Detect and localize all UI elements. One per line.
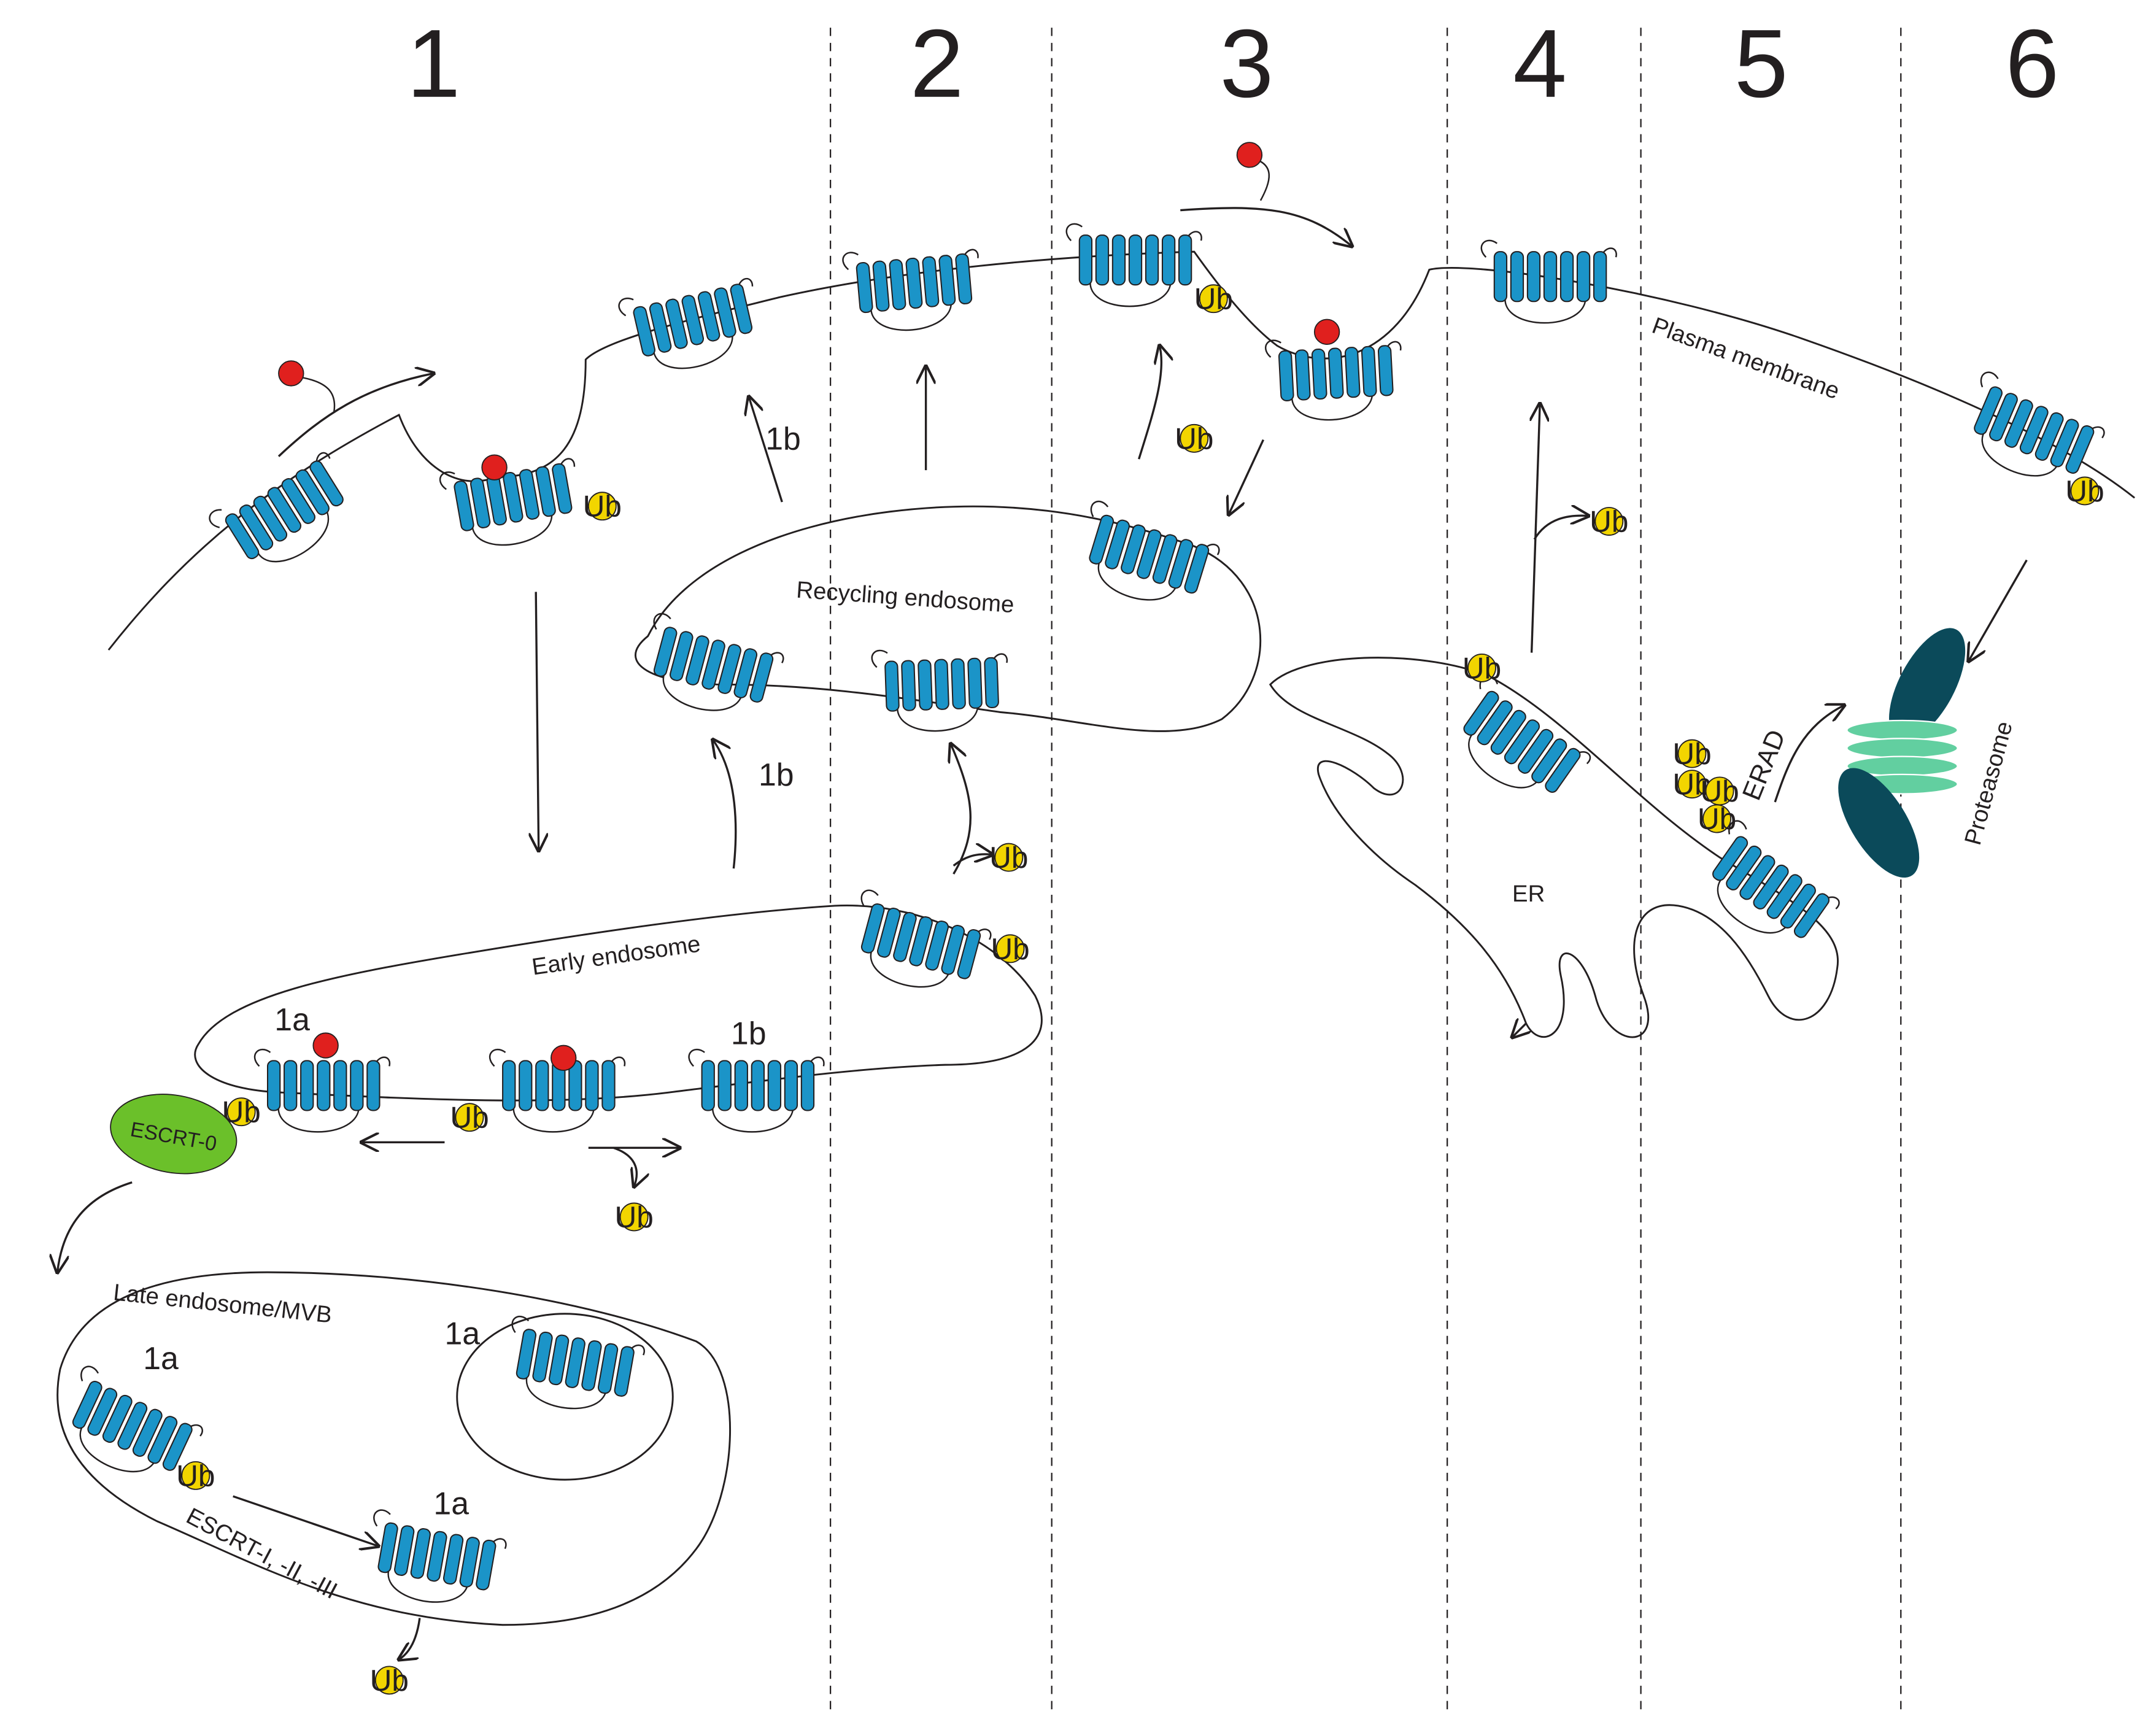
mvb-intraluminal-vesicle (456, 1313, 674, 1481)
early-endosome-membrane (194, 905, 1043, 1102)
svg-text:Ub: Ub (1700, 774, 1739, 808)
ub-icon: Ub (1672, 736, 1711, 771)
ligand-col1 (278, 360, 336, 412)
ub-icon: Ub (989, 840, 1028, 875)
column-number-2: 2 (910, 10, 964, 118)
column-number-3: 3 (1220, 10, 1274, 118)
plasma-membrane (107, 250, 2136, 651)
column-number-6: 6 (2005, 10, 2059, 118)
ub-icon: Ub (1462, 651, 1501, 685)
ub-icon: Ub (176, 1458, 215, 1493)
column-number-4: 4 (1513, 10, 1567, 118)
pathway-label-1a: 1a (274, 1002, 310, 1037)
receptor-pm-col1-c (616, 269, 768, 382)
svg-text:Ub: Ub (1672, 736, 1711, 771)
ub-icon: Ub (991, 932, 1029, 966)
ub-icon: Ub (2065, 474, 2104, 508)
er-membrane (1269, 657, 1839, 1038)
svg-text:Ub: Ub (1590, 504, 1628, 539)
pathway-label-1a: 1a (143, 1340, 179, 1376)
receptor-pm-col3-a (1065, 223, 1202, 307)
ub-icon: Ub (1590, 504, 1628, 539)
receptor-pm-col1-b (438, 449, 587, 556)
svg-text:Ub: Ub (1672, 767, 1711, 801)
receptor-late-b (498, 1314, 647, 1421)
erad-label: ERAD (1737, 725, 1791, 804)
bound-ligands (312, 319, 1340, 1072)
svg-text:Ub: Ub (614, 1200, 653, 1234)
pathway-label-1a: 1a (444, 1315, 480, 1351)
ub-icon: Ub (583, 489, 622, 523)
ub-icon: Ub (1672, 767, 1711, 801)
receptor-recycling-c (871, 645, 1010, 734)
late-endosome-label: Late endosome/MVB (112, 1279, 333, 1328)
ligand-col3 (1236, 142, 1270, 201)
proteasome-complex (1838, 628, 1966, 878)
receptor-early-c (688, 1048, 825, 1133)
svg-text:Ub: Ub (176, 1458, 215, 1493)
svg-text:Ub: Ub (1698, 801, 1736, 836)
recycling-endosome-label: Recycling endosome (795, 577, 1015, 619)
escrt0-complex: ESCRT-0 (110, 1094, 238, 1175)
receptor-pm-col3-b (1264, 333, 1405, 424)
receptor-late-c (360, 1508, 509, 1615)
svg-text:Ub: Ub (2065, 474, 2104, 508)
late-endosome-membrane (56, 1271, 732, 1626)
ub-icon: Ub (614, 1200, 653, 1234)
pathway-label-1b: 1b (759, 757, 794, 792)
receptor-early-a (253, 1048, 391, 1133)
escrt-rest-label: ESCRT-I, -II, -III (182, 1503, 342, 1605)
ub-icon: Ub (1175, 421, 1213, 455)
ub-icon: Ub (1194, 282, 1233, 316)
receptor-recycling-b (634, 611, 787, 728)
svg-text:Ub: Ub (450, 1100, 489, 1135)
svg-text:Ub: Ub (1462, 651, 1501, 685)
receptor-pm-col1-a (206, 443, 366, 587)
ub-icon: Ub (1700, 774, 1739, 808)
pathway-arrows (57, 207, 2028, 1659)
er-label: ER (1512, 881, 1545, 907)
receptor-pm-col4 (1480, 239, 1617, 324)
column-number-1: 1 (407, 10, 461, 118)
ub-icon: Ub (1698, 801, 1736, 836)
ubiquitin-tags: Ub Ub Ub Ub Ub Ub Ub Ub Ub Ub Ub Ub Ub U… (176, 282, 2104, 1697)
svg-text:Ub: Ub (989, 840, 1028, 875)
receptor-pm-col2 (841, 241, 985, 336)
ub-icon: Ub (370, 1663, 409, 1697)
proteasome-label: Proteasome (1960, 719, 2018, 848)
svg-text:Ub: Ub (1175, 421, 1213, 455)
column-number-5: 5 (1734, 10, 1788, 118)
svg-text:Ub: Ub (583, 489, 622, 523)
receptor-er-b (1687, 817, 1847, 964)
svg-text:Ub: Ub (370, 1663, 409, 1697)
svg-text:Ub: Ub (991, 932, 1029, 966)
ub-icon: Ub (450, 1100, 489, 1135)
svg-text:Ub: Ub (1194, 282, 1233, 316)
plasma-membrane-label: Plasma membrane (1648, 312, 1843, 404)
pathway-label-1a: 1a (433, 1485, 469, 1521)
pathway-label-1b: 1b (765, 420, 801, 456)
pathway-label-1b: 1b (731, 1015, 767, 1051)
